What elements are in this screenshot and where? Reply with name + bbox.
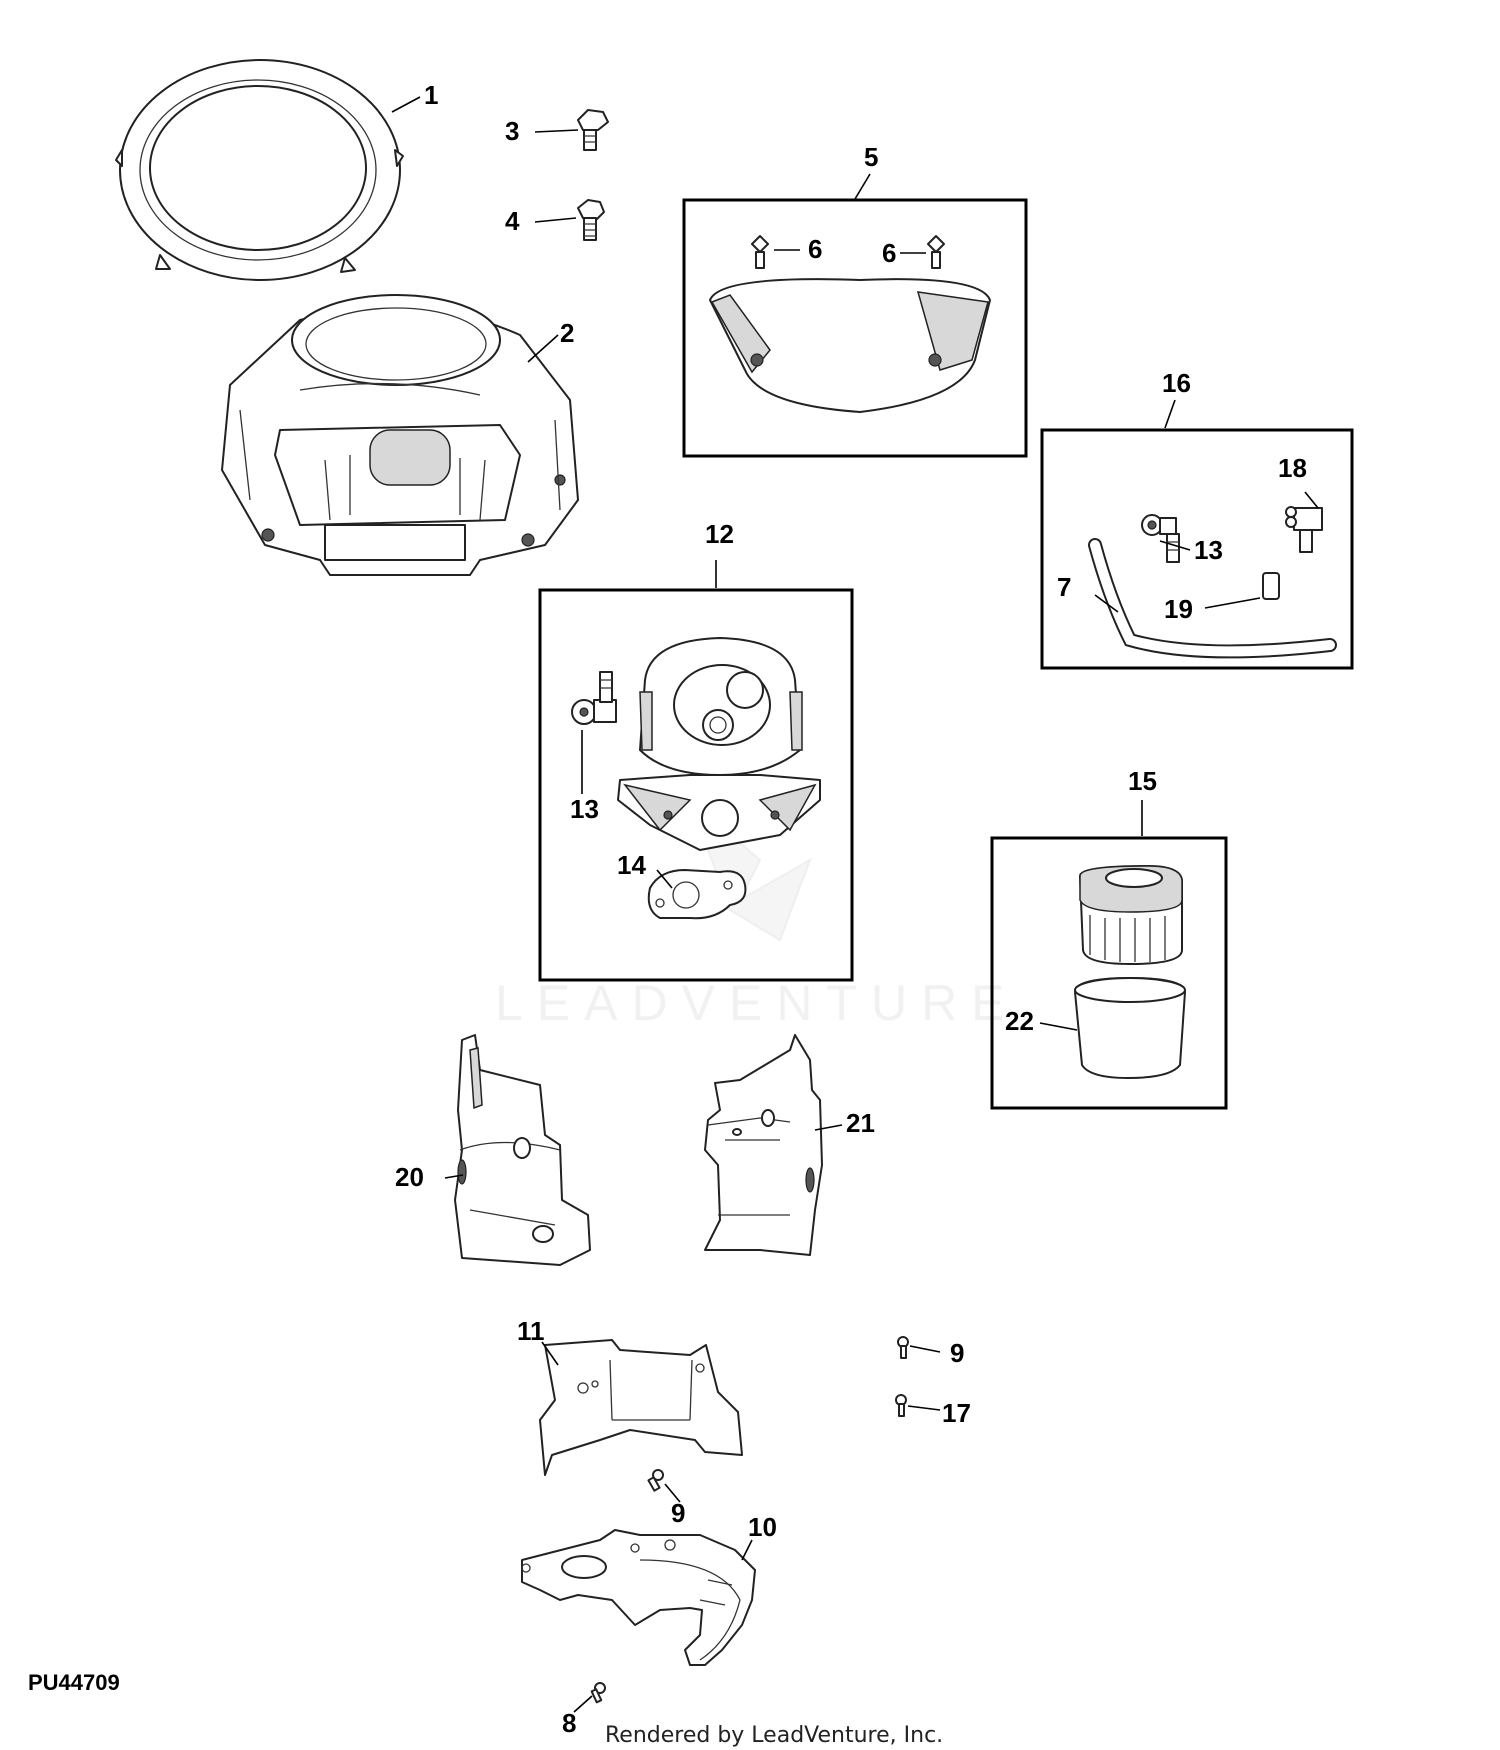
- box-group-15: [990, 836, 1228, 1110]
- callout-3[interactable]: 3: [505, 116, 519, 146]
- callout-4[interactable]: 4: [505, 206, 520, 236]
- callout-11[interactable]: 11: [517, 1316, 545, 1346]
- part-6-screw-left[interactable]: [751, 235, 769, 269]
- part-13-fitting-group12[interactable]: [571, 671, 617, 725]
- part-15-air-filter[interactable]: [1079, 865, 1183, 965]
- box-group-16: [1040, 428, 1354, 670]
- part-19-sleeve[interactable]: [1262, 572, 1280, 600]
- part-10-shield[interactable]: [521, 1529, 756, 1666]
- callout-9-lower[interactable]: 9: [671, 1498, 685, 1528]
- callout-16[interactable]: 16: [1162, 368, 1191, 398]
- callout-17[interactable]: 17: [942, 1398, 971, 1428]
- part-8-screw[interactable]: [590, 1682, 606, 1704]
- callout-15[interactable]: 15: [1128, 766, 1157, 796]
- leader-lines: [391, 96, 1319, 1713]
- callout-7[interactable]: 7: [1057, 572, 1071, 602]
- callout-21[interactable]: 21: [846, 1108, 875, 1138]
- callout-22[interactable]: 22: [1005, 1006, 1034, 1036]
- callout-2[interactable]: 2: [560, 318, 574, 348]
- box-group-5: [682, 198, 1028, 458]
- callouts: 1 2 3 4 5 6 6 16 18 13 19 7 12 13 14 15 …: [395, 80, 1307, 1738]
- callout-10[interactable]: 10: [748, 1512, 777, 1542]
- callout-12[interactable]: 12: [705, 519, 734, 549]
- figure-id: PU44709: [28, 1670, 120, 1695]
- callout-9-upper[interactable]: 9: [950, 1338, 964, 1368]
- part-9-screw-b[interactable]: [647, 1469, 664, 1492]
- callout-8[interactable]: 8: [562, 1708, 576, 1738]
- part-6-screw-right[interactable]: [927, 235, 945, 269]
- part-12-air-cleaner-base[interactable]: [617, 637, 821, 851]
- part-22-pre-cleaner[interactable]: [1074, 977, 1186, 1079]
- callout-19[interactable]: 19: [1164, 594, 1193, 624]
- part-18-elbow-fitting[interactable]: [1285, 506, 1323, 553]
- callout-6-left[interactable]: 6: [808, 234, 822, 264]
- callout-13-group12[interactable]: 13: [570, 794, 599, 824]
- box-group-12: [538, 588, 854, 982]
- callout-14[interactable]: 14: [617, 850, 646, 880]
- part-13-fitting-group16[interactable]: [1141, 514, 1180, 563]
- callout-13-group16[interactable]: 13: [1194, 535, 1223, 565]
- callout-20[interactable]: 20: [395, 1162, 424, 1192]
- part-14-gasket[interactable]: [647, 869, 747, 920]
- part-2-blower-housing[interactable]: [221, 294, 579, 576]
- part-20-baffle[interactable]: [454, 1034, 591, 1266]
- render-credit: Rendered by LeadVenture, Inc.: [605, 1723, 943, 1748]
- part-4-bolt[interactable]: [577, 199, 605, 241]
- part-1-shroud-ring[interactable]: [115, 59, 404, 281]
- callout-6-right[interactable]: 6: [882, 238, 896, 268]
- callout-1[interactable]: 1: [424, 80, 438, 110]
- callout-5[interactable]: 5: [864, 142, 878, 172]
- part-21-baffle[interactable]: [704, 1034, 823, 1256]
- part-3-flange-bolt[interactable]: [577, 109, 609, 151]
- watermark-text: LEADVENTURE: [495, 975, 1019, 1031]
- part-17-screw[interactable]: [895, 1394, 907, 1417]
- part-11-plate[interactable]: [539, 1339, 743, 1476]
- callout-18[interactable]: 18: [1278, 453, 1307, 483]
- part-9-screw-a[interactable]: [897, 1336, 909, 1359]
- part-7-hose[interactable]: [1088, 538, 1337, 659]
- part-5-cover[interactable]: [709, 278, 991, 413]
